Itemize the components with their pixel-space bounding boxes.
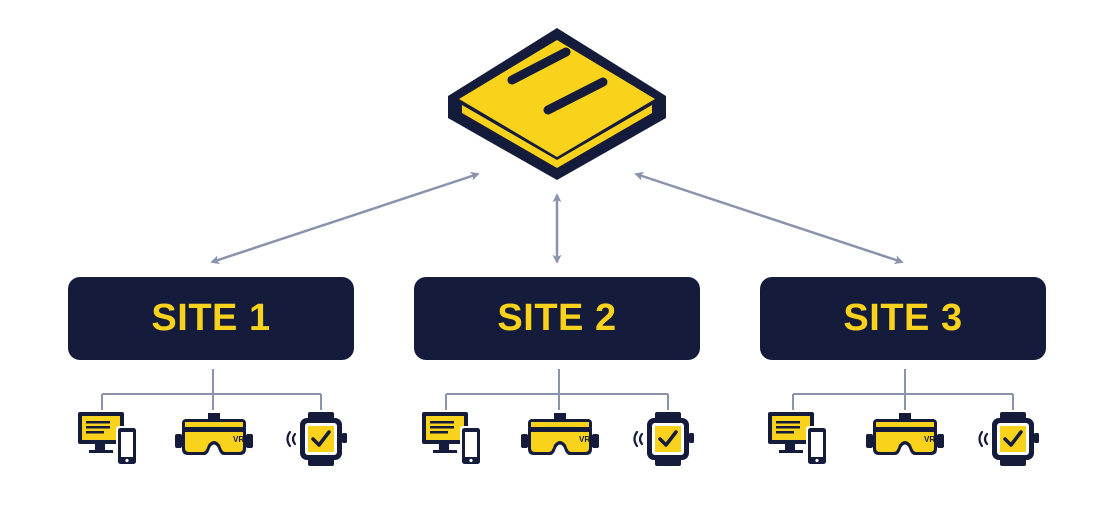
- site-2-box: SITE 2: [414, 277, 700, 360]
- vr-badge: VR: [924, 435, 935, 444]
- connection-arrow-site-3: [634, 171, 904, 265]
- smartwatch-icon: [632, 410, 696, 468]
- vr-headset-icon: [521, 413, 599, 455]
- central-platform-icon: [448, 28, 666, 180]
- site-2-device-tree: [445, 369, 669, 410]
- site-1-device-tree: [101, 369, 322, 410]
- vr-badge: VR: [233, 435, 244, 444]
- site-3-device-tree: [792, 369, 1014, 410]
- site-3-label: SITE 3: [843, 297, 963, 339]
- site-2-label: SITE 2: [497, 297, 617, 339]
- vr-headset-icon: [175, 413, 253, 455]
- desktop-mobile-icon: [768, 412, 828, 466]
- smartwatch-icon: [285, 410, 349, 468]
- site-1-label: SITE 1: [151, 297, 271, 339]
- desktop-mobile-icon: [78, 412, 138, 466]
- connection-arrow-site-1: [210, 171, 480, 265]
- smartwatch-icon: [977, 410, 1041, 468]
- desktop-mobile-icon: [422, 412, 482, 466]
- vr-badge: VR: [579, 435, 590, 444]
- site-3-box: SITE 3: [760, 277, 1046, 360]
- site-1-box: SITE 1: [68, 277, 354, 360]
- vr-headset-icon: [866, 413, 944, 455]
